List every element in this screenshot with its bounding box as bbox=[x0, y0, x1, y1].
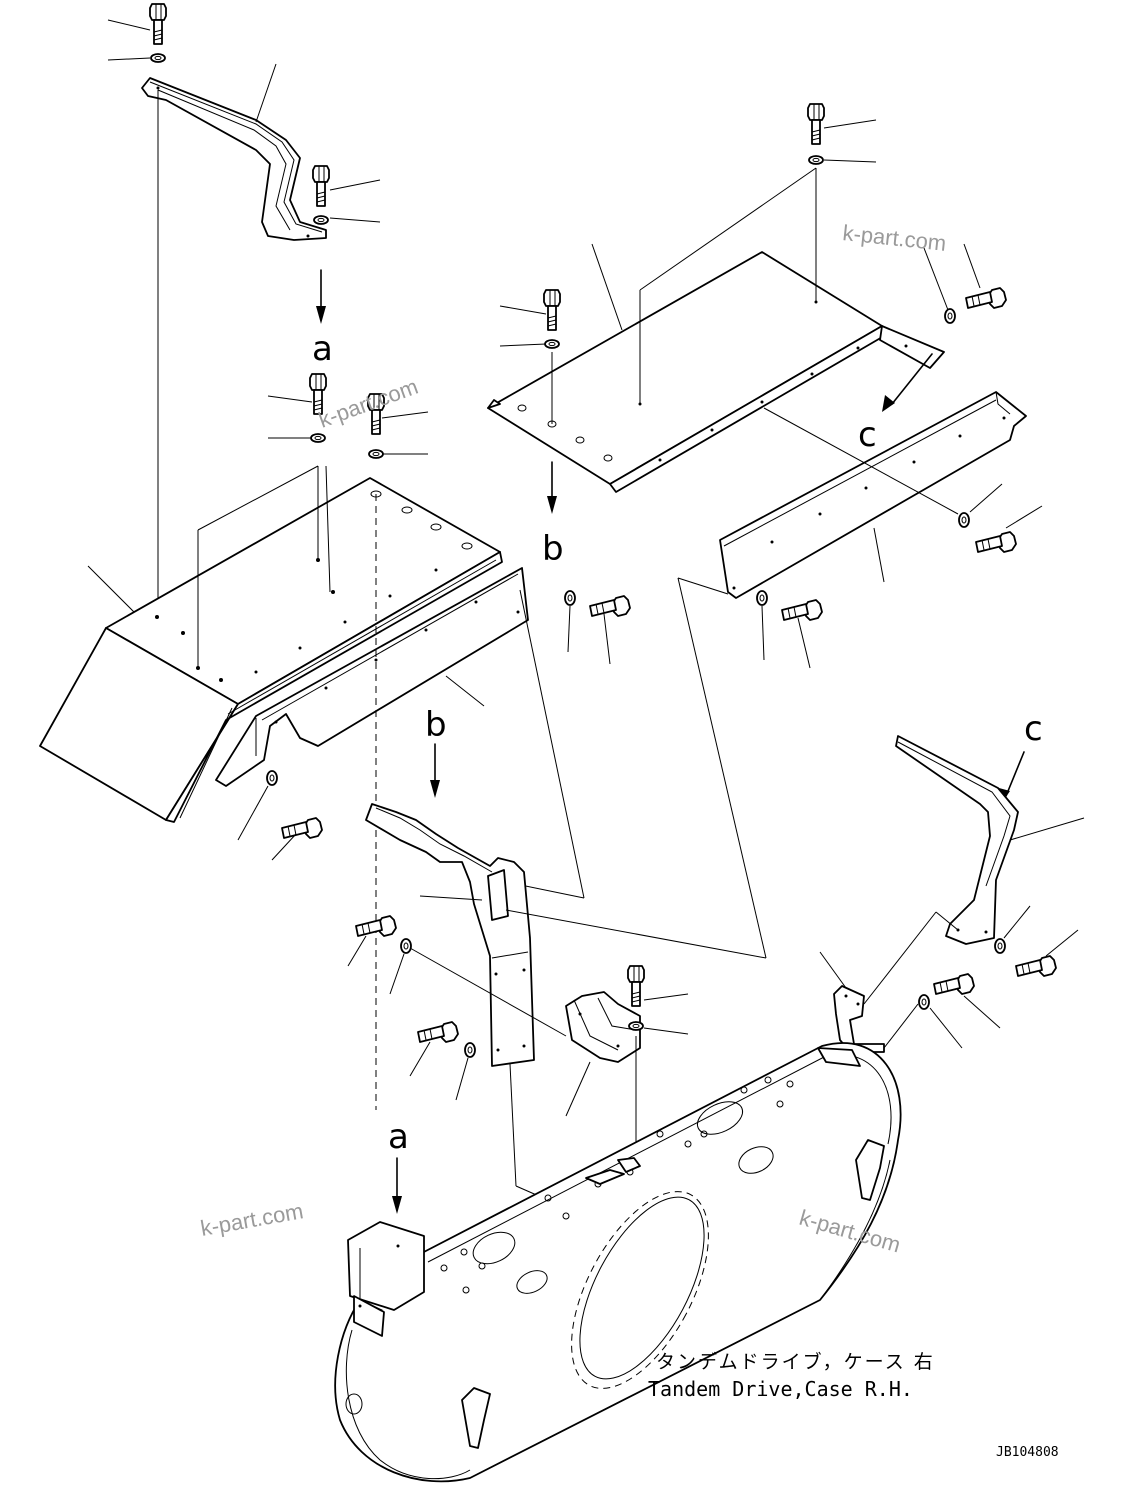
bolt-icon bbox=[281, 817, 323, 839]
bolt-icon bbox=[965, 287, 1007, 309]
washer-icon bbox=[944, 308, 956, 324]
washer-icon bbox=[808, 155, 824, 165]
washer-icon bbox=[994, 938, 1006, 954]
reference-label-b: b bbox=[425, 705, 447, 745]
leader-lines-upper-right bbox=[500, 120, 980, 424]
washer-icon bbox=[368, 449, 384, 459]
washer-icon bbox=[464, 1042, 476, 1058]
watermark: k-part.com bbox=[315, 374, 421, 433]
bolt-icon bbox=[807, 103, 825, 145]
caption-english: Tandem Drive,Case R.H. bbox=[648, 1377, 913, 1401]
arrow-a-bottom bbox=[392, 1158, 402, 1214]
leader-lines-bracket-a bbox=[108, 20, 380, 614]
tandem-drive-case bbox=[335, 1043, 900, 1481]
reference-label-a: a bbox=[388, 1117, 409, 1157]
washer-icon bbox=[564, 590, 576, 606]
washer-icon bbox=[400, 938, 412, 954]
upper-bracket-a bbox=[142, 78, 326, 240]
small-rod bbox=[834, 986, 884, 1052]
leader-lines-right-rod bbox=[820, 818, 1084, 1048]
arrow-a-top bbox=[316, 270, 326, 324]
washer-icon bbox=[756, 590, 768, 606]
center-support-bracket bbox=[366, 804, 534, 1066]
reference-label-a: a bbox=[312, 329, 333, 369]
leader-lines-center-bracket bbox=[348, 578, 766, 1200]
bolt-icon bbox=[149, 3, 167, 45]
right-support-rod bbox=[896, 736, 1018, 944]
bolt-icon bbox=[589, 595, 631, 617]
left-side-plate bbox=[216, 568, 528, 786]
washer-icon bbox=[310, 433, 326, 443]
reference-label-c: c bbox=[858, 415, 877, 455]
reference-label-b: b bbox=[542, 529, 564, 569]
bolt-icon bbox=[627, 965, 645, 1007]
bolt-icon bbox=[975, 531, 1017, 553]
washer-icon bbox=[150, 53, 166, 63]
caption-japanese: タンデムドライブ，ケース 右 bbox=[656, 1350, 935, 1373]
angle-bracket bbox=[566, 992, 640, 1062]
bracket-mount bbox=[348, 1222, 424, 1336]
washer-icon bbox=[628, 1021, 644, 1031]
washer-icon bbox=[544, 339, 560, 349]
watermark: k-part.com bbox=[199, 1198, 306, 1241]
watermark: k-part.com bbox=[841, 220, 947, 256]
left-cover-panel bbox=[40, 478, 502, 822]
arrow-b-top bbox=[547, 462, 557, 514]
right-side-plate bbox=[720, 392, 1026, 598]
washer-icon bbox=[266, 770, 278, 786]
washer-icon bbox=[918, 994, 930, 1010]
washer-icon bbox=[313, 215, 329, 225]
bolt-icon bbox=[417, 1021, 459, 1043]
bolt-icon bbox=[543, 289, 561, 331]
reference-label-c: c bbox=[1024, 709, 1043, 749]
bolt-icon bbox=[1015, 955, 1057, 977]
bolt-icon bbox=[781, 599, 823, 621]
arrow-c-top bbox=[882, 354, 932, 412]
bolt-icon bbox=[933, 973, 975, 995]
drawing-code: JB104808 bbox=[996, 1445, 1059, 1460]
washer-icon bbox=[958, 512, 970, 528]
bolt-icon bbox=[312, 165, 330, 207]
arrow-b-center bbox=[430, 744, 440, 798]
leader-lines-right-plate bbox=[762, 408, 1042, 668]
